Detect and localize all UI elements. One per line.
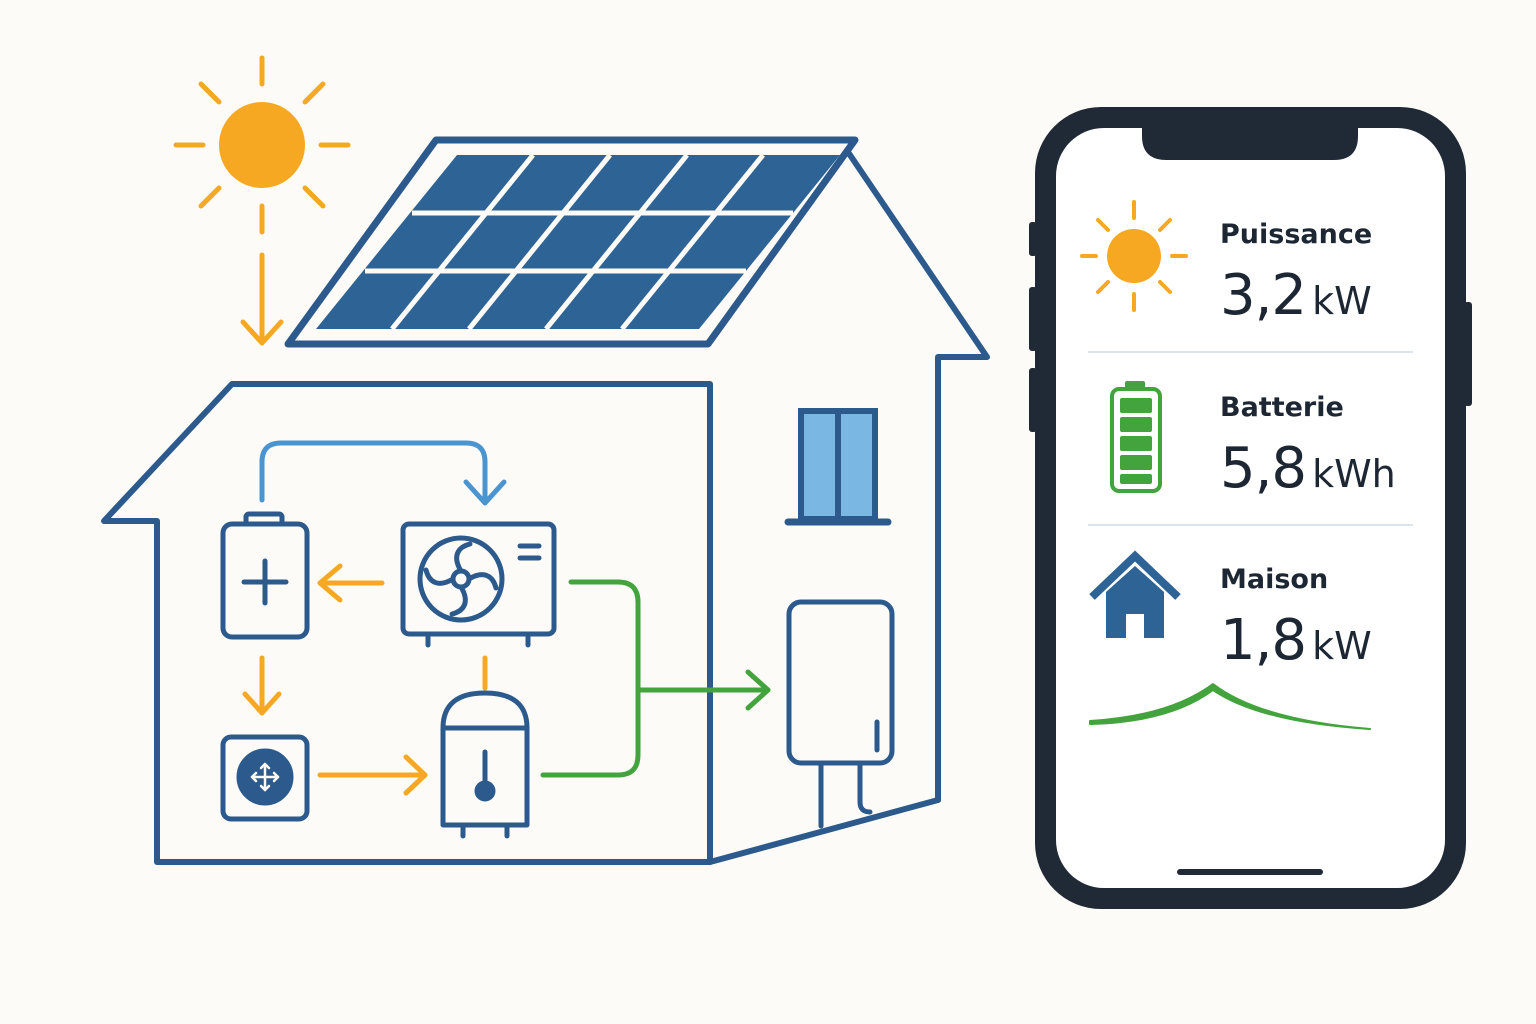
production-curve	[1089, 683, 1371, 730]
metric-unit: kW	[1312, 624, 1372, 668]
heat-pump-fan-icon	[400, 521, 557, 648]
phone-notch	[1142, 126, 1358, 160]
metric-number: 1,8	[1220, 608, 1306, 673]
metric-unit: kW	[1312, 279, 1372, 323]
solar-panel	[284, 136, 859, 348]
electric-meter-icon	[786, 599, 895, 829]
heat-flow-arrows	[242, 563, 488, 796]
house-icon	[1089, 550, 1181, 638]
sun-icon	[173, 55, 351, 235]
battery-icon	[1110, 381, 1162, 493]
metric-label: Maison	[1220, 564, 1328, 595]
home-indicator[interactable]	[1177, 869, 1323, 875]
grid-flow-arrow	[540, 579, 771, 778]
house-outline	[101, 149, 990, 865]
smartphone	[1029, 107, 1472, 909]
battery-icon	[220, 511, 310, 640]
metric-number: 3,2	[1220, 263, 1306, 328]
cold-flow-arrow	[259, 440, 507, 506]
house-window	[784, 408, 892, 526]
water-heater-thermometer-icon	[440, 690, 530, 839]
metric-label: Batterie	[1220, 392, 1344, 423]
metric-number: 5,8	[1220, 436, 1306, 501]
sunlight-arrow	[240, 252, 284, 346]
metric-label: Puissance	[1220, 219, 1372, 250]
metric-unit: kWh	[1312, 452, 1396, 496]
sun-icon	[1080, 200, 1188, 312]
phone-screen	[1056, 128, 1445, 888]
ventilation-unit-icon	[220, 734, 310, 822]
